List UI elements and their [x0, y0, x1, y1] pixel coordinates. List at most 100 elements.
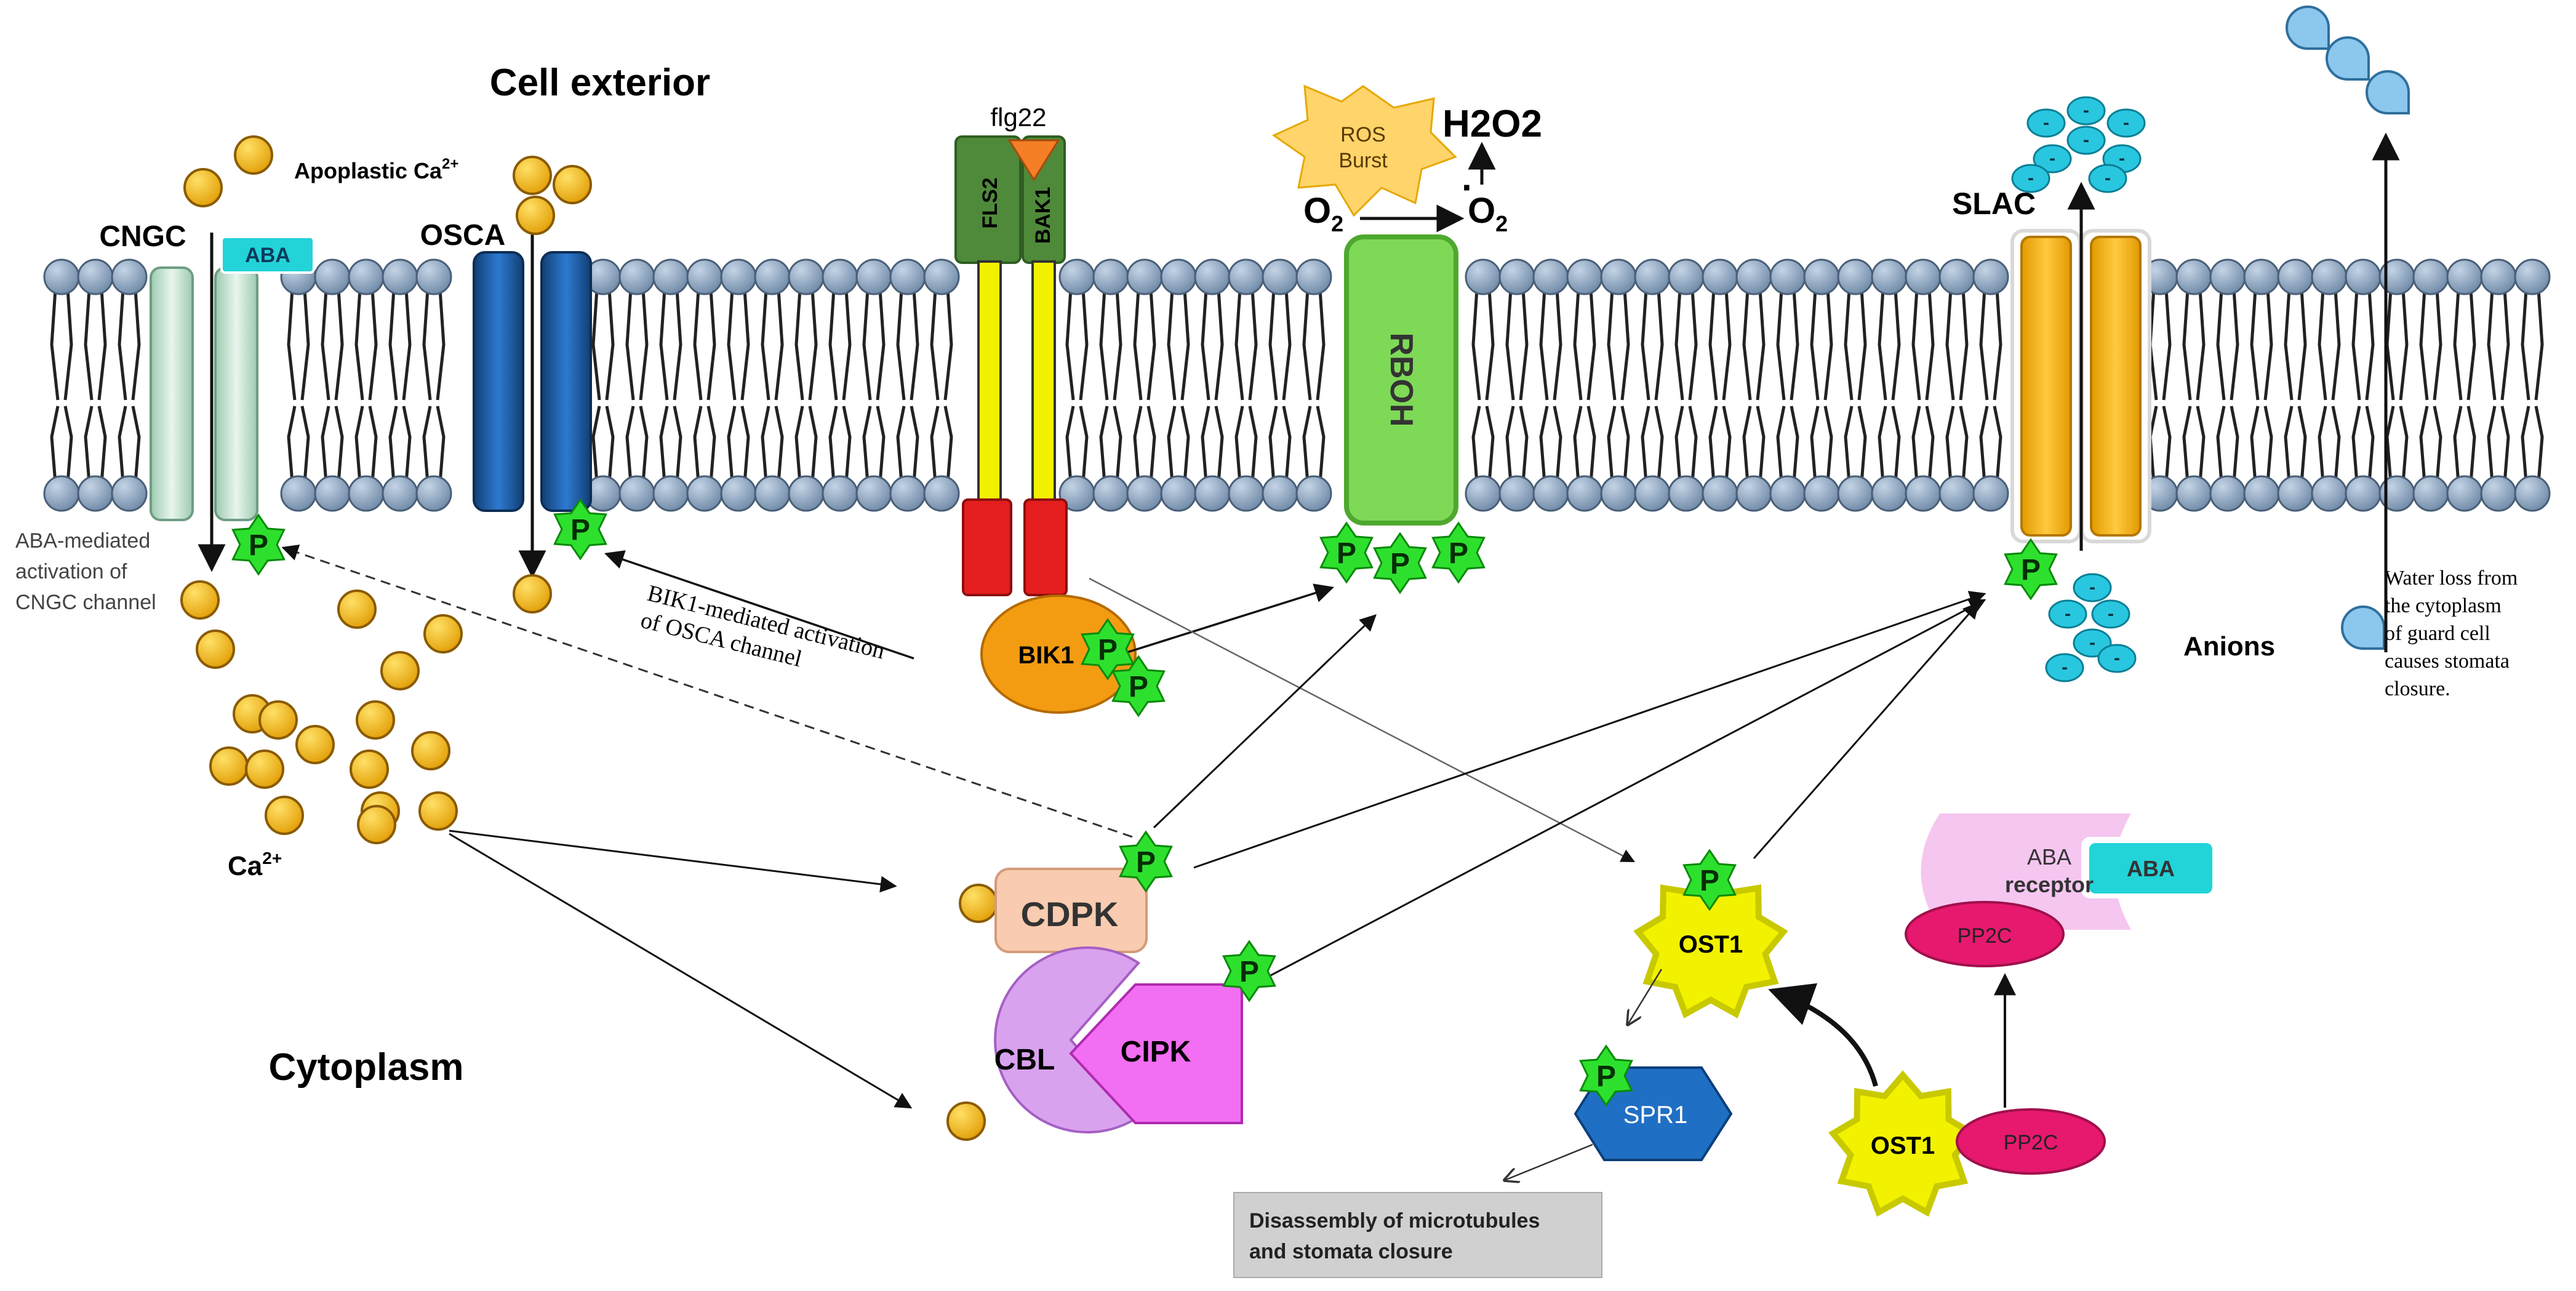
- anion: -: [2033, 144, 2072, 174]
- svg-text:P: P: [1337, 537, 1356, 570]
- lipid-molecule: [1668, 258, 1705, 512]
- lipid-molecule: [1092, 258, 1129, 512]
- svg-text:activation of: activation of: [15, 560, 127, 583]
- cipk-label: CIPK: [1121, 1036, 1191, 1068]
- anion: -: [2097, 644, 2137, 673]
- lipid-molecule: [2412, 258, 2449, 512]
- calcium-ion: [258, 700, 298, 740]
- phospho-star: P: [1579, 1044, 1633, 1107]
- calcium-ion: [380, 651, 420, 690]
- lipid-molecule: [348, 258, 385, 512]
- svg-text:-: -: [2028, 168, 2034, 188]
- pp2c-upper: [1905, 901, 2065, 967]
- pp2c-upper-label: PP2C: [1958, 924, 2012, 948]
- spr1-label: SPR1: [1623, 1101, 1688, 1129]
- calcium-ion: [411, 731, 450, 770]
- svg-text:-: -: [2089, 633, 2095, 653]
- cdpk-label: CDPK: [1021, 895, 1119, 933]
- lipid-molecule: [2311, 258, 2348, 512]
- calcium-ion: [513, 156, 552, 195]
- calcium-ions: [180, 135, 998, 1141]
- lipid-molecule: [1938, 258, 1975, 512]
- lipid-molecule: [2446, 258, 2483, 512]
- lipid-molecule: [1058, 258, 1095, 512]
- aba-receptor-line2: receptor: [2005, 872, 2094, 897]
- lipid-molecule: [2514, 258, 2551, 512]
- lipid-molecule: [2175, 258, 2212, 512]
- pp2c-lower-label: PP2C: [2004, 1131, 2058, 1154]
- aba-bound-label: ABA: [2127, 856, 2175, 881]
- lipid-molecule: [2277, 258, 2314, 512]
- aba-on-cngc-label: ABA: [245, 244, 290, 267]
- lipid-bilayer: [43, 258, 2551, 512]
- aba-mediated-note: ABA-mediated activation of CNGC channel: [15, 529, 156, 614]
- calcium-ion: [337, 590, 377, 629]
- cngc-channel: [150, 266, 258, 521]
- water-drop: [2341, 606, 2385, 650]
- calcium-ion: [350, 749, 389, 789]
- calcium-ion: [357, 805, 396, 844]
- water-drops: [2286, 6, 2410, 650]
- ost1-to-slac-arrow: [1753, 601, 1980, 859]
- ost1-kinase-lower: [1828, 1070, 1977, 1217]
- lipid-molecule: [1634, 258, 1671, 512]
- phospho-star: P: [1111, 655, 1166, 717]
- svg-text:P: P: [1129, 671, 1148, 703]
- calcium-ion: [553, 165, 592, 204]
- svg-text:P: P: [1700, 865, 1719, 897]
- svg-text:P: P: [1098, 634, 1118, 666]
- svg-text:-: -: [2083, 100, 2089, 121]
- cell-exterior-label: Cell exterior: [490, 62, 710, 104]
- cdpk-to-rboh-arrow: [1153, 614, 1377, 829]
- lipid-molecule: [855, 258, 892, 512]
- lipid-molecule: [618, 258, 655, 512]
- rboh-label: RBOH: [1383, 332, 1419, 426]
- lipid-molecule: [754, 258, 791, 512]
- bik1-to-osca-arrow: [604, 550, 914, 660]
- calcium-ion: [516, 196, 555, 235]
- microtubules-line1: Disassembly of microtubules: [1249, 1209, 1540, 1233]
- svg-text:P: P: [1449, 537, 1468, 570]
- lipid-molecule: [280, 258, 317, 512]
- fls2-bak1-receptor: [954, 135, 1068, 596]
- ca-to-cbl-arrow: [449, 833, 913, 1109]
- lipid-molecule: [415, 258, 452, 512]
- ost1-kinase-upper: [1633, 866, 1788, 1018]
- phospho-star: P: [231, 513, 286, 576]
- svg-text:P: P: [1136, 846, 1156, 879]
- calcium-ion: [196, 630, 235, 669]
- lipid-molecule: [1194, 258, 1231, 512]
- anion: -: [2091, 599, 2130, 629]
- ros-burst-line1: ROS: [1340, 123, 1386, 146]
- bik1-protein: [980, 594, 1137, 714]
- ros-burst-line2: Burst: [1338, 149, 1388, 172]
- calcium-ion: [295, 725, 335, 764]
- anions-label: Anions: [2183, 631, 2275, 661]
- lipid-molecule: [1566, 258, 1603, 512]
- lipid-molecule: [1837, 258, 1874, 512]
- lipid-molecule: [2345, 258, 2382, 512]
- phospho-star: P: [2004, 538, 2058, 601]
- anion: -: [2045, 653, 2084, 682]
- svg-text:-: -: [2089, 577, 2095, 598]
- water-drop: [2366, 70, 2410, 114]
- lipid-molecule: [1498, 258, 1535, 512]
- rboh-enzyme: [1344, 234, 1458, 526]
- calcium-ion: [418, 791, 458, 831]
- svg-text:-: -: [2105, 168, 2111, 188]
- svg-text:-: -: [2083, 130, 2089, 150]
- lipid-molecule: [1702, 258, 1738, 512]
- water-drop: [2326, 36, 2370, 81]
- bik1-label: BIK1: [1018, 642, 1074, 669]
- lipid-molecule: [822, 258, 858, 512]
- anion: -: [2066, 96, 2106, 126]
- anions-exterior: --------: [2011, 96, 2146, 193]
- calcium-ion: [265, 796, 304, 835]
- calcium-ion: [959, 884, 998, 923]
- bik1-to-rboh-arrow: [1107, 583, 1335, 660]
- phospho-star: P: [553, 498, 607, 561]
- lipid-molecule: [1803, 258, 1840, 512]
- anion: -: [2048, 599, 2087, 629]
